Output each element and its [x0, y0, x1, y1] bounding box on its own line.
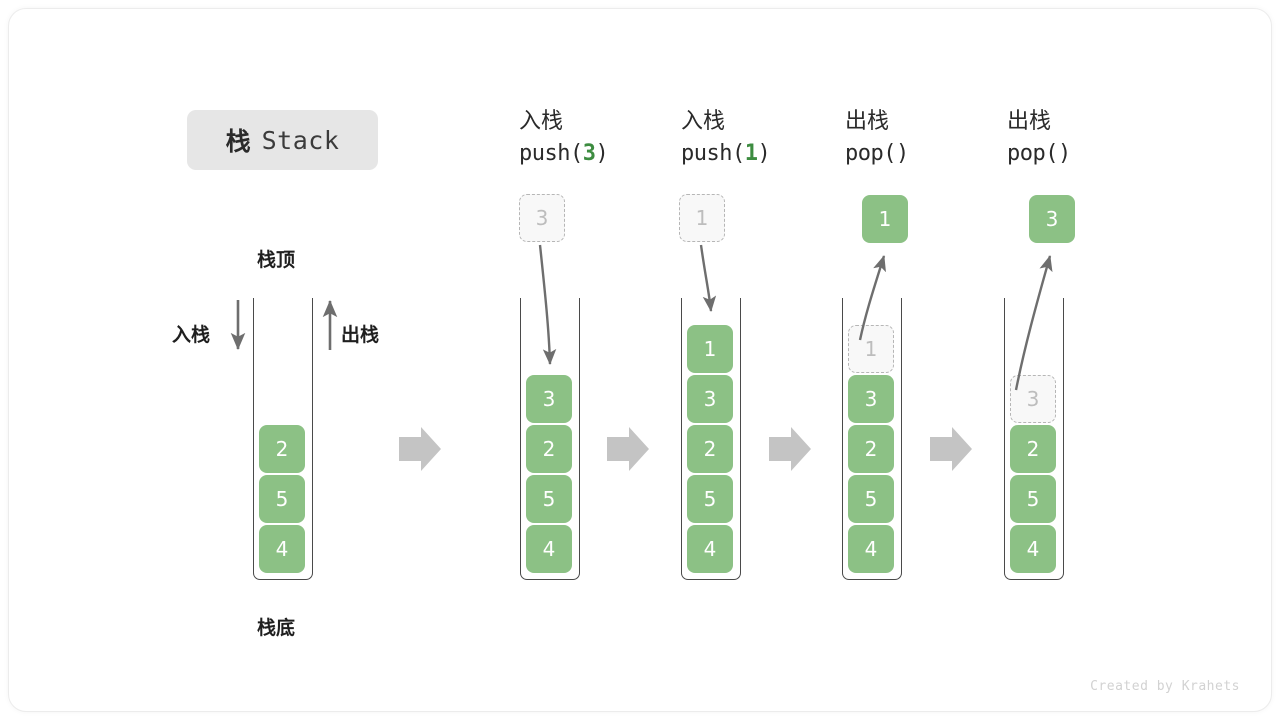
label-push-side: 入栈: [172, 324, 211, 346]
step-2-header: 入栈 push(1): [681, 107, 771, 171]
stack-step-1-cell: 2: [526, 425, 572, 473]
stack-step-4-cell: 5: [1010, 475, 1056, 523]
stack-step-4-cell: 3: [1010, 375, 1056, 423]
stack-step-2-cell: 5: [687, 475, 733, 523]
stack-step-1-cell: 4: [526, 525, 572, 573]
step-3-header: 出栈 pop(): [845, 107, 909, 171]
stack-step-1-cell: 3: [526, 375, 572, 423]
stack-step-4-cell: 4: [1010, 525, 1056, 573]
step-2-op-cn: 入栈: [681, 109, 726, 134]
step-4-header: 出栈 pop(): [1007, 107, 1071, 171]
step-3-floating-box: 1: [862, 195, 908, 243]
stack-step-3-cell: 4: [848, 525, 894, 573]
stack-step-3-cell: 2: [848, 425, 894, 473]
label-stack-top: 栈顶: [257, 249, 296, 271]
step-4-op-fn: pop(): [1007, 141, 1071, 166]
step-1-op-arg: 3: [582, 141, 596, 166]
label-stack-bottom: 栈底: [257, 617, 296, 639]
step-2-op-arg: 1: [744, 141, 758, 166]
stack-step-4-cell: 2: [1010, 425, 1056, 473]
step-2-op-fn: push(1): [681, 141, 771, 166]
stack-step-2-cell: 3: [687, 375, 733, 423]
step-3-op-cn: 出栈: [845, 109, 890, 134]
stack-step-2-cell: 1: [687, 325, 733, 373]
label-pop-side: 出栈: [341, 324, 380, 346]
stack-step-3-cell: 3: [848, 375, 894, 423]
step-1-header: 入栈 push(3): [519, 107, 609, 171]
stack-initial-cell: 2: [259, 425, 305, 473]
title-en: Stack: [261, 125, 340, 155]
step-2-floating-box: 1: [679, 194, 725, 242]
step-1-floating-box: 3: [519, 194, 565, 242]
title-cn: 栈: [225, 127, 252, 156]
step-3-op-fn: pop(): [845, 141, 909, 166]
stack-step-3-cell: 5: [848, 475, 894, 523]
stack-step-3-cell: 1: [848, 325, 894, 373]
step-4-op-cn: 出栈: [1007, 109, 1052, 134]
step-1-op-cn: 入栈: [519, 109, 564, 134]
stack-step-2-cell: 4: [687, 525, 733, 573]
stack-initial-cell: 4: [259, 525, 305, 573]
footer-credit: Created by Krahets: [1090, 679, 1240, 694]
stack-initial-cell: 5: [259, 475, 305, 523]
stack-step-2-cell: 2: [687, 425, 733, 473]
step-4-floating-box: 3: [1029, 195, 1075, 243]
title-badge: 栈 Stack: [187, 110, 378, 170]
stack-step-1-cell: 5: [526, 475, 572, 523]
step-1-op-fn: push(3): [519, 141, 609, 166]
